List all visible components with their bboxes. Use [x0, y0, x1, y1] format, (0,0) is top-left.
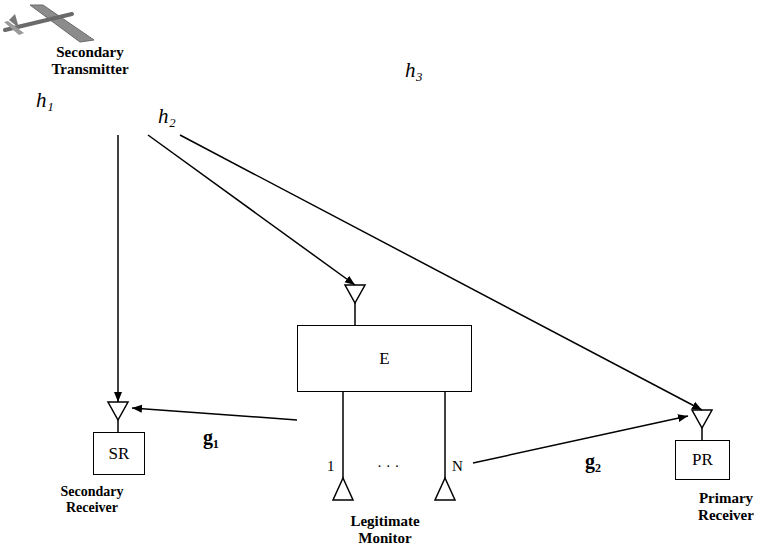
antenna-index: · · ·: [377, 458, 400, 475]
antenna-node: SRSecondary Receiver: [52, 402, 132, 512]
channel-label: h₁: [36, 88, 54, 113]
antenna-index: 1: [327, 458, 335, 475]
channel-arrow: [132, 408, 297, 420]
antenna-symbol: [108, 402, 128, 420]
antenna-node: PR Primary Receiver: [688, 410, 764, 530]
channel-label: g₂: [585, 450, 601, 473]
box-label: PR: [692, 450, 713, 470]
antenna-stem: [342, 392, 344, 478]
antenna-index: N: [452, 458, 463, 475]
receiver-box: PR: [675, 440, 730, 480]
antenna-symbol: [692, 410, 712, 428]
antenna-stem: [444, 392, 446, 478]
uav-icon: [4, 5, 94, 42]
antenna-stem: [117, 420, 119, 432]
antenna-stem: [701, 428, 703, 440]
antenna-node: E Legitimate Monitor: [297, 285, 473, 545]
channel-arrow: [180, 135, 702, 410]
channel-arrow: [117, 135, 119, 402]
antenna-symbol: [345, 285, 365, 303]
channel-label: g₁: [203, 426, 219, 449]
channel-label: h₃: [405, 58, 423, 83]
node-caption: Primary Receiver: [688, 490, 764, 525]
channel-arrow: [473, 416, 688, 463]
node-caption: Secondary Transmitter: [35, 44, 145, 79]
antenna-symbol: [333, 478, 353, 500]
box-label: E: [379, 349, 389, 369]
channel-label: h₂: [158, 104, 176, 129]
antennas: [108, 285, 712, 500]
box-label: SR: [109, 444, 130, 464]
antenna-symbol: [435, 478, 455, 500]
antenna-stem: [354, 303, 356, 325]
uav-tailplane: [4, 21, 24, 35]
node-caption: Legitimate Monitor: [335, 513, 435, 548]
node-caption: Secondary Receiver: [52, 484, 132, 516]
receiver-box: SR: [93, 432, 145, 475]
receiver-box: E: [297, 325, 472, 392]
